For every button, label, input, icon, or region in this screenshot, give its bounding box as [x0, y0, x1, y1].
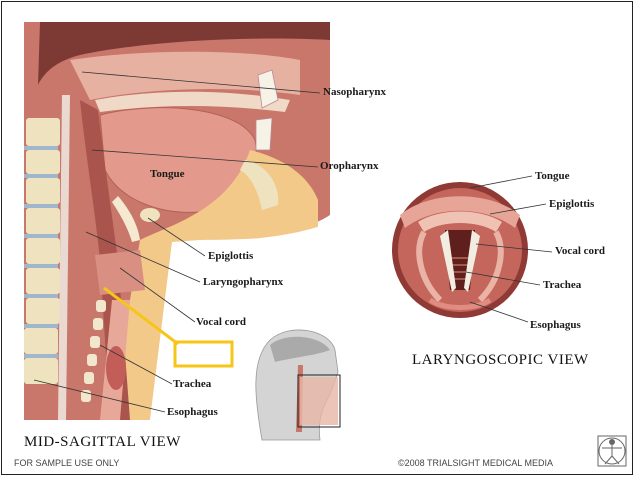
label-vocal-cord: Vocal cord: [196, 316, 247, 328]
thumbnail-zoom-fill: [300, 377, 338, 425]
lv-label-tongue: Tongue: [535, 170, 570, 182]
laryngoscopic-leader-lines: [465, 175, 553, 323]
teeth-lower: [255, 117, 273, 151]
mid-sagittal-illustration: [24, 22, 336, 430]
vocal-cord-left: [440, 230, 456, 292]
thumbnail-zoom-box: [297, 374, 341, 428]
lower-neck-edge: [24, 420, 150, 430]
footer-sample-notice: FOR SAMPLE USE ONLY: [14, 458, 120, 468]
footer-copyright: ©2008 TRIALSIGHT MEDICAL MEDIA: [398, 458, 554, 468]
label-oropharynx: Oropharynx: [320, 160, 379, 172]
head-brain: [270, 336, 330, 362]
highlight-pointer-line: [103, 286, 179, 346]
vocal-cord-right: [464, 230, 480, 292]
neck-fat: [110, 150, 318, 420]
mandible: [240, 160, 279, 210]
larynx-region: [95, 250, 145, 295]
tongue-base: [400, 196, 520, 228]
laryngoscopic-illustration: [392, 182, 528, 318]
lv-label-vocal-cord: Vocal cord: [555, 245, 606, 257]
vitruvian-man-icon: [597, 435, 627, 467]
teeth-upper: [257, 69, 279, 109]
epiglottis-fold: [418, 211, 502, 232]
label-nasopharynx: Nasopharynx: [323, 86, 386, 98]
label-epiglottis: Epiglottis: [208, 250, 254, 262]
skull-base: [38, 22, 330, 85]
head-thumbnail: [255, 329, 341, 441]
aryepiglottic-right: [477, 230, 504, 303]
highlight-answer-box: [173, 340, 234, 368]
label-tongue: Tongue: [150, 168, 185, 180]
nasal-cavity: [70, 51, 300, 100]
epiglottis-shape: [112, 196, 140, 242]
palate: [95, 91, 290, 112]
lv-label-trachea: Trachea: [543, 279, 582, 291]
esophagus-opening: [428, 297, 492, 310]
title-mid-sagittal-view: MID-SAGITTAL VIEW: [24, 434, 181, 450]
sagittal-right-edge: [150, 22, 336, 420]
label-trachea: Trachea: [173, 378, 212, 390]
label-laryngopharynx: Laryngopharynx: [203, 276, 284, 288]
lv-label-epiglottis: Epiglottis: [549, 198, 595, 210]
aryepiglottic-left: [416, 230, 443, 303]
hyoid-bone: [140, 208, 160, 222]
lv-label-esophagus: Esophagus: [530, 319, 581, 331]
cervical-spine: [24, 118, 60, 384]
title-laryngoscopic-view: LARYNGOSCOPIC VIEW: [412, 352, 589, 368]
thyroid-gland: [106, 346, 126, 390]
spinal-cord: [58, 95, 70, 420]
sagittal-leader-lines: [33, 71, 321, 413]
label-esophagus: Esophagus: [167, 406, 218, 418]
